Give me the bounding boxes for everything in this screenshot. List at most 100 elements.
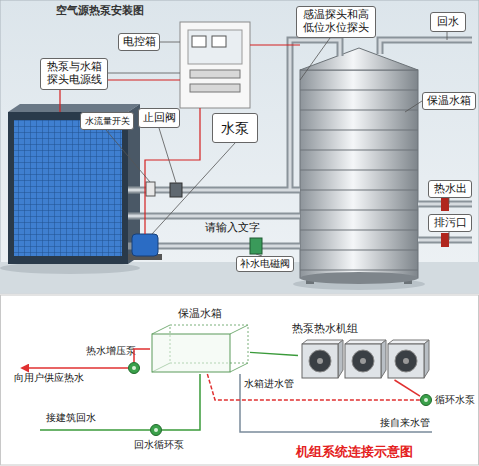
leader-line <box>405 101 422 112</box>
unit-body <box>302 344 338 378</box>
tank-bottom <box>300 272 418 284</box>
node-heading: 热泵热水机组 <box>292 322 358 335</box>
annotation-label: 向用户供应热水 <box>14 372 84 384</box>
pipe-connector <box>162 374 200 430</box>
building-return-pipe <box>40 429 150 431</box>
annotation-label: 接建筑回水 <box>46 412 96 424</box>
pipe-highlight <box>128 215 300 218</box>
node-heading: 保温水箱 <box>150 307 250 320</box>
breaker-row <box>190 70 240 78</box>
callout-box: 水流量开关 <box>80 112 134 130</box>
pump-symbol: 循环水泵 <box>420 394 432 406</box>
pump-body <box>129 363 140 374</box>
pump-symbol: 回水循环泵 <box>150 424 162 436</box>
breaker-row <box>190 84 240 92</box>
callout-box: 热泵与水箱探头电源线 <box>40 58 108 90</box>
pipe-highlight <box>158 245 300 248</box>
callout-text: 水流量开关 <box>85 116 130 126</box>
tank-front-face <box>152 334 230 372</box>
pump-symbol: 热水增压泵 <box>128 362 140 374</box>
pipe <box>128 213 300 220</box>
unit-side <box>424 340 429 378</box>
pump-symbol-outline <box>128 362 140 374</box>
callout-text: 感温探头和高低位水位探头 <box>299 9 373 34</box>
callout-box: 保温水箱 <box>422 92 476 110</box>
pump-body <box>421 395 432 406</box>
leader-line <box>447 32 448 40</box>
unit-fan <box>352 350 374 372</box>
callout-text: 保温水箱 <box>427 95 471 108</box>
annotation-label: 水箱进水管 <box>244 378 294 390</box>
leader-line <box>159 128 176 183</box>
callout-text: 回水 <box>437 16 459 29</box>
pump-body <box>151 425 162 436</box>
node-heading: 回水循环泵 <box>134 439 184 451</box>
unit-body <box>388 344 424 378</box>
leader-line <box>160 42 180 43</box>
schematic-panel <box>1 295 479 465</box>
pipe <box>290 40 340 190</box>
pipe <box>128 243 132 250</box>
callout-text: 热泵与水箱探头电源线 <box>43 61 105 86</box>
pump-impeller <box>132 366 136 370</box>
pipe <box>158 243 300 250</box>
callout-box: 电控箱 <box>118 33 160 51</box>
leader-line <box>449 232 450 240</box>
callout-box: 补水电磁阀 <box>236 256 294 272</box>
check-valve <box>170 183 182 197</box>
unit-fan <box>309 350 331 372</box>
meter <box>192 36 206 47</box>
diagram-caption: 机组系统连接示意图 <box>296 444 413 460</box>
tank-top <box>300 48 418 70</box>
callout-box: 水泵 <box>212 113 258 143</box>
callout-box: 回水 <box>430 12 466 32</box>
outlet-valve <box>441 197 449 211</box>
drain-valve <box>441 233 449 247</box>
diagram-title: 空气源热泵安装图 <box>56 4 144 17</box>
callout-text: 止回阀 <box>143 112 176 125</box>
callout-box: 感温探头和高低位水位探头 <box>296 6 376 38</box>
leader-line <box>108 73 180 74</box>
pipe-connector <box>395 380 421 396</box>
leader-line <box>449 198 450 204</box>
pipe-highlight <box>380 40 472 54</box>
pump-impeller <box>154 428 158 432</box>
heat-pump-coil <box>14 120 122 256</box>
callout-text: 排污口 <box>434 217 467 230</box>
annotation-label: 接自来水管 <box>380 417 430 429</box>
leader-lines <box>106 32 449 256</box>
unit-side <box>381 340 386 378</box>
tank-bands <box>300 90 418 270</box>
heat-pump-unit <box>388 340 429 378</box>
water-pump <box>132 234 158 256</box>
heat-pump-unit <box>302 340 343 378</box>
callout-box: 止回阀 <box>138 108 180 128</box>
unit-top <box>345 340 386 344</box>
unit-top <box>302 340 343 344</box>
callout-box: 排污口 <box>428 214 472 232</box>
tap-water-pipe <box>240 374 432 432</box>
callout-text: 水泵 <box>221 120 249 136</box>
photo-background <box>0 0 479 293</box>
pipes <box>128 40 472 246</box>
callout-text: 电控箱 <box>123 36 156 49</box>
hot-water-supply-pipe <box>22 367 128 369</box>
pipe-connector <box>207 374 420 400</box>
pipe-connector <box>134 349 150 362</box>
heat-pump-unit <box>345 340 386 378</box>
tank-box: 保温水箱 <box>150 324 250 374</box>
tank-box-outline <box>150 324 250 374</box>
heat-pump-units-outline <box>298 340 428 380</box>
meter <box>212 36 226 47</box>
fan-hub <box>317 358 323 364</box>
pipe-highlights <box>128 40 472 246</box>
unit-fan <box>395 350 417 372</box>
unit-top <box>388 340 429 344</box>
tank-edges <box>152 325 248 372</box>
heat-pump-top <box>8 104 140 112</box>
callout-box: 热水出 <box>428 180 472 198</box>
node-heading: 热水增压泵 <box>86 345 136 357</box>
unit-side <box>338 340 343 378</box>
pump-impeller <box>424 398 428 402</box>
callout-text: 补水电磁阀 <box>240 258 290 270</box>
